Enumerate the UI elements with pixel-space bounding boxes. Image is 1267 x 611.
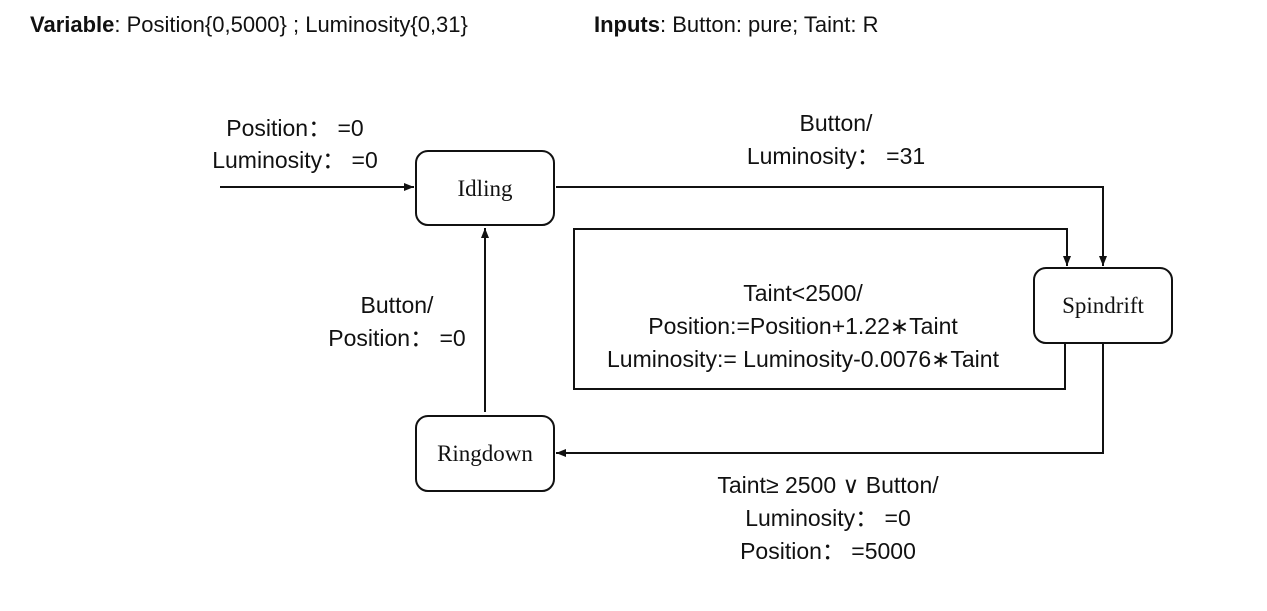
spindrift-to-ringdown-arrow xyxy=(556,343,1104,457)
ringdown-to-idling-line1: Button/ xyxy=(361,292,434,318)
spindrift-to-ringdown-line1: Taint≥ 2500 ∨ Button/ xyxy=(717,472,939,498)
state-idling-box xyxy=(415,150,555,226)
self-loop-line3: Luminosity:= Luminosity-0.0076∗Taint xyxy=(607,346,1000,372)
state-spindrift-box xyxy=(1033,267,1173,344)
spindrift-to-ringdown-line3: Position： =5000 xyxy=(740,538,916,564)
header-variable-value: : Position{0,5000} ; Luminosity{0,31} xyxy=(114,12,467,37)
header-inputs-value: : Button: pure; Taint: R xyxy=(660,12,879,37)
idling-to-spindrift-line2: Luminosity： =31 xyxy=(747,143,925,169)
self-loop-line2: Position:=Position+1.22∗Taint xyxy=(648,313,958,339)
state-ringdown: Ringdown xyxy=(415,415,555,492)
state-spindrift-label: Spindrift xyxy=(1062,293,1144,318)
header-inputs: Inputs: Button: pure; Taint: R xyxy=(594,12,879,37)
self-loop-line1: Taint<2500/ xyxy=(743,280,863,306)
idling-to-spindrift-line1: Button/ xyxy=(800,110,873,136)
ringdown-to-idling-label: Button/ Position： =0 xyxy=(328,292,465,351)
state-idling-label: Idling xyxy=(458,176,513,201)
state-ringdown-label: Ringdown xyxy=(437,441,533,466)
header-inputs-key: Inputs xyxy=(594,12,660,37)
initial-label-line1: Position： =0 xyxy=(226,115,363,141)
header-variable: Variable: Position{0,5000} ; Luminosity{… xyxy=(30,12,468,37)
initial-transition-label: Position： =0 Luminosity： =0 xyxy=(212,115,378,173)
spindrift-self-loop-label: Taint<2500/ Position:=Position+1.22∗Tain… xyxy=(607,280,1000,372)
ringdown-to-idling-line2: Position： =0 xyxy=(328,325,465,351)
header-variable-key: Variable xyxy=(30,12,114,37)
state-spindrift: Spindrift xyxy=(1033,267,1173,344)
idling-to-spindrift-label: Button/ Luminosity： =31 xyxy=(747,110,925,169)
state-ringdown-box xyxy=(415,415,555,492)
spindrift-to-ringdown-label: Taint≥ 2500 ∨ Button/ Luminosity： =0 Pos… xyxy=(717,472,939,564)
spindrift-to-ringdown-line2: Luminosity： =0 xyxy=(745,505,911,531)
initial-label-line2: Luminosity： =0 xyxy=(212,147,378,173)
state-idling: Idling xyxy=(415,150,555,226)
idling-to-spindrift-arrow xyxy=(556,186,1107,266)
spindrift-self-loop-arrow xyxy=(573,228,1071,390)
